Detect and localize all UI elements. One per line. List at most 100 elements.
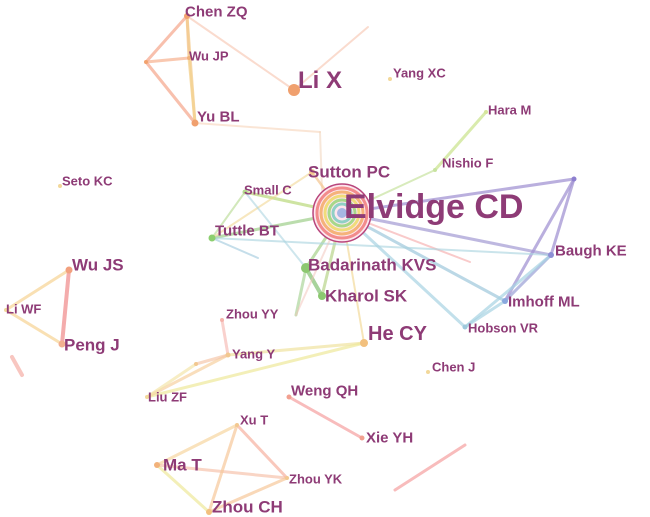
label-hobsonvr: Hobson VR (468, 320, 539, 336)
label-elvidge: Elvidge CD (344, 188, 524, 226)
node-liwf (4, 308, 8, 312)
edge-hecy-liuzf (145, 341, 366, 399)
label-kharolsk: Kharol SK (325, 286, 408, 306)
node-pengj (58, 340, 66, 348)
edge-baugh-hobson (463, 253, 553, 329)
label-suttonpc: Sutton PC (308, 162, 391, 182)
edge-weng-xie (287, 395, 364, 440)
node-hobsonvr (462, 324, 468, 330)
label-baughke: Baugh KE (555, 242, 627, 260)
edge-xut-zhouyk (235, 423, 289, 480)
label-zhouyy: Zhou YY (226, 306, 279, 322)
edge-mat-zhouch (155, 463, 211, 514)
edge-x1-yubl (144, 60, 197, 125)
edge-yubl-center (194, 122, 321, 133)
label-mat: Ma T (163, 455, 202, 475)
edge-badarinath-zhouyy (294, 266, 308, 317)
edge-wujs-pengj (60, 268, 71, 346)
edge-wujp-yubl (187, 56, 197, 125)
edge-imhoff-noder (503, 177, 576, 303)
edge-mat-xut (155, 423, 239, 467)
edge-x2-center (319, 131, 323, 191)
edge-xut-zhouch (207, 423, 239, 514)
label-chenzq: Chen ZQ (185, 3, 248, 21)
node-elvidge (312, 183, 372, 243)
label-pengj: Peng J (64, 335, 120, 355)
edge-small-badarinath (244, 191, 307, 269)
node-xut (235, 423, 239, 427)
node-kharolsk (318, 292, 326, 300)
node-lix (288, 84, 300, 96)
edge-baugh-noder (549, 177, 576, 257)
label-xut: Xu T (240, 412, 269, 428)
edge-yangy-liuzf (145, 353, 230, 399)
edge-tuttle-x4 (211, 237, 259, 259)
node-yangy (225, 352, 231, 358)
edge-chenzq-x1 (144, 14, 189, 64)
label-haram: Hara M (488, 102, 532, 118)
node-zhouyy (220, 318, 224, 322)
label-chenj: Chen J (432, 359, 476, 375)
edge-sutton-tuttle (211, 171, 313, 239)
label-liwf: Li WF (6, 301, 42, 317)
node-yangxc (388, 77, 392, 81)
label-yubl: Yu BL (197, 108, 240, 126)
label-zhouyk: Zhou YK (289, 471, 343, 487)
node-badarinath (301, 263, 311, 273)
label-zhouch: Zhou CH (212, 497, 283, 517)
edge-elvidge-baugh (340, 211, 553, 257)
node-wengqh (286, 394, 292, 400)
label-tuttlebt: Tuttle BT (215, 222, 279, 240)
node-nishiof (433, 168, 437, 172)
node-xieyh (359, 435, 365, 441)
edge-wujp-x1 (144, 56, 191, 64)
edge-x5-liuzf (145, 362, 198, 399)
edge-nishio-hara (433, 110, 488, 172)
label-xieyh: Xie YH (366, 429, 414, 447)
label-smallc: Small C (244, 182, 292, 198)
node-zhouyk (285, 476, 289, 480)
node-wujp (187, 56, 191, 60)
node-tuttlebt (208, 234, 216, 242)
node-haram (484, 110, 488, 114)
nodes (4, 13, 577, 515)
edge-isolated-left (10, 355, 24, 377)
label-yangxc: Yang XC (393, 65, 446, 81)
node-suttonpc (309, 169, 315, 175)
label-nishiof: Nishio F (442, 155, 494, 171)
edge-liwf-pengj (4, 308, 64, 346)
label-liuzf: Liu ZF (148, 389, 187, 405)
node-chenj (426, 370, 430, 374)
node-hecy (360, 339, 368, 347)
edge-elvidge-imhoff (340, 211, 507, 303)
node-imhoffml (502, 298, 508, 304)
label-imhoffml: Imhoff ML (508, 293, 580, 311)
edge-isolated-right (393, 443, 467, 492)
edge-lix-yangxc (293, 26, 369, 91)
node-wujs (65, 266, 73, 274)
edge-tuttle-baugh (211, 237, 552, 256)
edge-chenzq-lix (186, 15, 295, 91)
edge-tuttle-small (211, 191, 246, 239)
label-lix: Li X (298, 67, 343, 94)
edge-zhouyk-zhouch (207, 476, 289, 514)
edge-wujs-liwf (4, 268, 71, 312)
node-x5 (194, 362, 198, 366)
node-smallc (242, 189, 248, 195)
edge-hecy-yangy (226, 341, 366, 357)
node-yubl (191, 119, 199, 127)
node-chenzq (184, 13, 190, 19)
node-x1 (144, 60, 148, 64)
node-setokc (58, 184, 62, 188)
label-yangy: Yang Y (232, 346, 276, 362)
label-setokc: Seto KC (62, 173, 113, 189)
node-zhouch (206, 509, 212, 515)
label-badarinath: Badarinath KVS (308, 255, 437, 275)
node-noder (571, 176, 577, 182)
node-baughke (548, 252, 554, 258)
edge-badarinath-kharol (304, 266, 324, 298)
edge-imhoff-hobson (463, 299, 507, 329)
edge-elvidge-node-r (340, 177, 576, 215)
